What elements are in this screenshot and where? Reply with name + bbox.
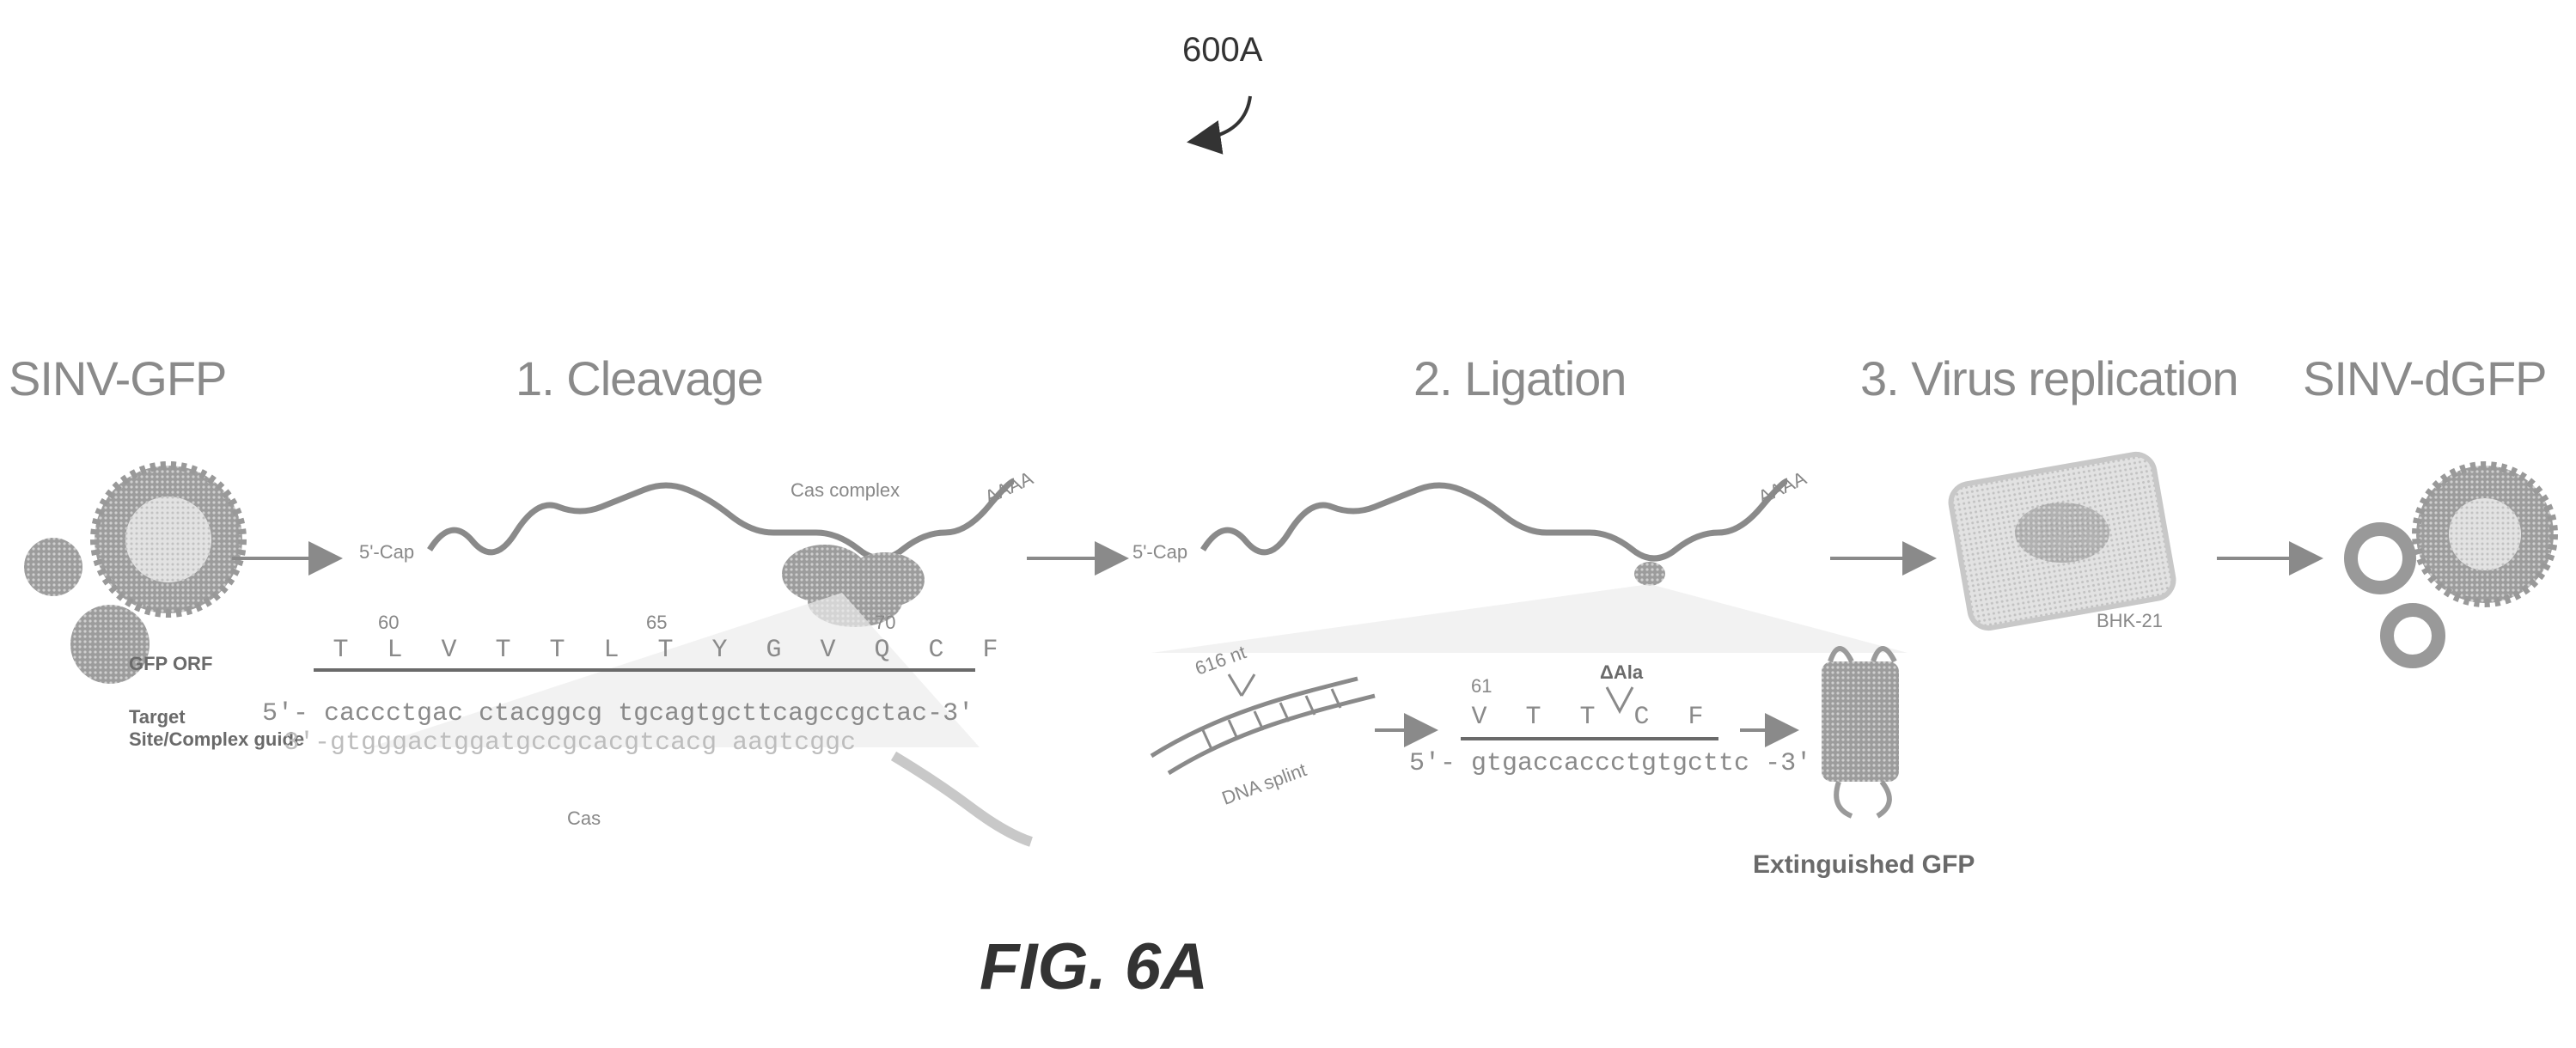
step-replication-heading: 3. Virus replication [1860, 351, 2239, 405]
figure-caption: FIG. 6A [980, 930, 1209, 1003]
aa: T [495, 636, 511, 665]
aa: C [1633, 703, 1650, 732]
ligation-sequence: 5'- gtgaccaccctgtgcttc -3' [1409, 749, 1812, 778]
reference-arrow [1187, 95, 1252, 155]
aa: L [387, 636, 403, 665]
step-ligation-heading: 2. Ligation [1413, 351, 1627, 405]
deletion-bracket [1605, 686, 1634, 715]
ligation-aa-number: 61 [1471, 675, 1492, 697]
aa: C [928, 636, 944, 665]
bhk21-label: BHK-21 [2097, 610, 2164, 631]
bhk21-cell-dish-icon [1948, 451, 2176, 631]
deletion-label: ΔAla [1600, 661, 1644, 683]
reference-numeral: 600A [1182, 31, 1263, 69]
aa: T [1525, 703, 1541, 732]
aa: Y [711, 636, 728, 665]
extinguished-gfp-icon [1822, 646, 1899, 819]
target-label: Target [129, 706, 186, 728]
aa: F [1688, 703, 1704, 732]
cleavage-5cap-label: 5'-Cap [359, 541, 415, 563]
aa-number-65: 65 [646, 612, 668, 633]
cas-complex-label: Cas complex [791, 479, 900, 501]
aa: T [549, 636, 565, 665]
dna-splint-icon [1150, 673, 1376, 776]
ligation-5cap-label: 5'-Cap [1132, 541, 1188, 563]
gfp-orf-label: GFP ORF [129, 653, 213, 674]
aa: L [603, 636, 620, 665]
rna-strand-ligation [1200, 478, 1789, 562]
aa: G [766, 636, 782, 665]
aa-number-70: 70 [875, 612, 896, 633]
sinv-dgfp-virus-icon [2344, 461, 2558, 668]
aa: T [333, 636, 349, 665]
aa: T [657, 636, 674, 665]
step-cleavage-heading: 1. Cleavage [516, 351, 764, 405]
guide-sequence: 3'-gtgggactggatgccgcacgtcacg aagtcggc [284, 728, 857, 758]
aa: Q [874, 636, 890, 665]
aa: T [1579, 703, 1596, 732]
guide-rna-tail [890, 751, 1033, 847]
extinguished-gfp-label: Extinguished GFP [1753, 850, 1975, 879]
zoom-projection-2 [1151, 584, 1908, 653]
aa: V [1471, 703, 1487, 732]
aa: V [820, 636, 836, 665]
cas-label: Cas [567, 807, 601, 829]
sinv-gfp-virus-icon [24, 461, 247, 684]
aa: V [441, 636, 457, 665]
rna-strand-cleavage [427, 478, 1016, 562]
target-sequence: 5'- caccctgac ctacggcg tgcagtgcttcagccgc… [262, 699, 974, 728]
sinv-dgfp-label: SINV-dGFP [2303, 351, 2548, 405]
ligation-site-icon [1634, 562, 1665, 586]
sinv-gfp-label: SINV-GFP [9, 351, 227, 405]
guide-label: Site/Complex guide [129, 728, 305, 750]
aa-number-60: 60 [378, 612, 400, 633]
aa: F [982, 636, 998, 665]
